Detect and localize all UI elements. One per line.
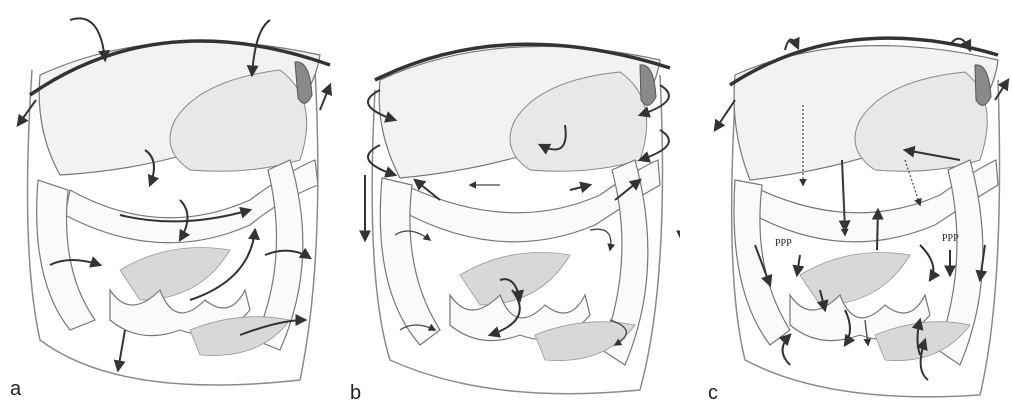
abdomen-illustration-a xyxy=(0,0,340,407)
abdomen-illustration-c: PPP PPP xyxy=(680,0,1012,407)
mesentery xyxy=(120,248,230,301)
arrow-15 xyxy=(920,245,933,280)
mesentery xyxy=(800,253,910,306)
arrow-10 xyxy=(570,185,590,190)
arrow-3 xyxy=(715,100,735,130)
panel-b: b xyxy=(340,0,680,407)
arrow-10 xyxy=(877,210,878,250)
panel-c: PPP PPP c xyxy=(680,0,1012,407)
abdomen-illustration-b xyxy=(340,0,680,407)
arrow-1 xyxy=(785,39,798,50)
panel-a: a xyxy=(0,0,340,407)
panel-label-a: a xyxy=(10,378,21,401)
arrow-13 xyxy=(590,229,611,250)
arrow-4 xyxy=(995,80,1008,100)
arrow-12 xyxy=(118,330,125,370)
arrow-4 xyxy=(320,85,330,110)
panel-label-b: b xyxy=(350,382,361,405)
arrow-19 xyxy=(783,335,791,365)
panel-label-c: c xyxy=(708,382,718,405)
ppp-annotation-left: PPP xyxy=(775,238,792,249)
arrow-11 xyxy=(797,255,800,275)
arrow-3 xyxy=(18,100,36,125)
ppp-annotation-right: PPP xyxy=(942,233,959,244)
mesentery xyxy=(460,253,570,306)
